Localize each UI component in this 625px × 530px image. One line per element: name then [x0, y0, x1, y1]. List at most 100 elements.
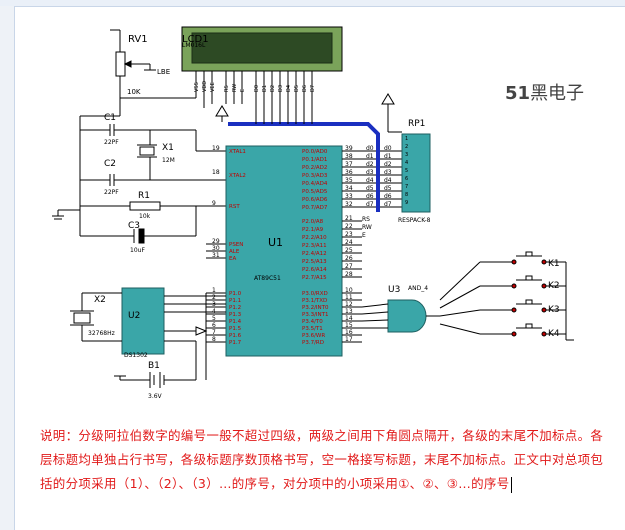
u1-pin-name: P1.7: [229, 340, 242, 346]
lcd-pin-name: RS: [224, 85, 230, 92]
rp1-pin-number: 4: [405, 160, 408, 166]
p0-pin-name: P0.3/AD3: [302, 173, 328, 179]
p3-pin-number: 15: [345, 322, 353, 329]
p0-pin-number: 39: [345, 145, 353, 152]
p3-pin-number: 12: [345, 301, 353, 308]
u1-pin-name: XTAL1: [229, 149, 246, 155]
switch-to-gate-line: [439, 309, 481, 317]
data-bus: [228, 122, 380, 212]
p3-pin-number: 14: [345, 315, 353, 322]
p3-pin-number: 17: [345, 336, 353, 343]
u2-rtc-body: [121, 287, 165, 355]
u1-pin-number: 30: [212, 245, 220, 252]
rp1-pin-number: 9: [405, 200, 408, 206]
switch-contact: [541, 307, 547, 313]
p3-pin-name: P3.5/T1: [302, 326, 323, 332]
u1-pin-number: 4: [212, 308, 216, 315]
rp1-label: RP1: [408, 119, 425, 129]
lcd-pin-name: D1: [262, 85, 268, 92]
u3-label: U3: [388, 285, 400, 295]
lcd-label: LCD1: [182, 34, 209, 45]
rp1-net-label: d6: [384, 193, 392, 200]
bus-net-label: d1: [366, 153, 374, 160]
r1-value: 10k: [139, 213, 151, 220]
x1-value: 12M: [162, 157, 175, 164]
u1-pin-number: 18: [212, 169, 220, 176]
rp1-pin-number: 8: [405, 192, 408, 198]
lcd-pin-name: D0: [254, 85, 260, 92]
rp1-net-label: d5: [384, 185, 392, 192]
u1-pin-name: P1.5: [229, 326, 242, 332]
x2-value: 32768Hz: [88, 330, 115, 337]
note-text: 说明：分级阿拉伯数字的编号一般不超过四级，两级之间用下角圆点隔开，各级的末尾不加…: [40, 428, 604, 491]
x2-crystal: [73, 312, 91, 324]
u1-pin-number: 2: [212, 294, 216, 301]
k2-label: K2: [548, 281, 560, 291]
p0-pin-name: P0.6/AD6: [302, 197, 328, 203]
p2-pin-number: 25: [345, 247, 353, 254]
text-cursor: [511, 476, 513, 493]
switch-contact: [511, 283, 517, 289]
rp1-pin-number: 2: [405, 144, 408, 150]
k1-label: K1: [548, 259, 560, 269]
u1-pin-number: 19: [212, 145, 220, 152]
c1-value: 22PF: [104, 139, 119, 146]
lcd-pin-name: E: [240, 89, 246, 92]
p3-pin-name: P3.1/TXD: [302, 298, 327, 304]
u2-part: DS1302: [124, 352, 148, 359]
circuit-schematic: RV1 10K LCD1 LM016L LBE C1 22PF C2 22PF …: [52, 26, 574, 400]
x1-crystal: [139, 146, 155, 156]
u1-pin-name: PSEN: [229, 242, 243, 248]
p3-pin-number: 16: [345, 329, 353, 336]
site-watermark: 51黑电子: [505, 79, 584, 105]
u1-pin-number: 7: [212, 329, 216, 336]
bus-net-label: d5: [366, 185, 374, 192]
p0-pin-number: 37: [345, 161, 353, 168]
p3-pin-name: P3.2/INT0: [302, 305, 329, 311]
rp1-part: RESPACK-8: [398, 217, 431, 224]
p0-pin-number: 35: [345, 177, 353, 184]
p2-pin-number: 27: [345, 263, 353, 270]
p2-net-label: E: [362, 232, 366, 239]
u1-mcu-body: [225, 145, 343, 357]
lcd-pin-name: D4: [286, 85, 292, 92]
c1-label: C1: [104, 113, 116, 123]
u1-pin-name: P1.6: [229, 333, 242, 339]
p2-pin-name: P2.1/A9: [302, 227, 324, 233]
u3-input-line: [361, 319, 389, 322]
lcd-pin-name: D2: [270, 85, 276, 92]
p2-pin-number: 22: [345, 223, 353, 230]
p3-pin-number: 11: [345, 294, 353, 301]
rp1-net-label: d0: [384, 145, 392, 152]
switch-cap: [525, 275, 533, 281]
p2-pin-name: P2.5/A13: [302, 259, 327, 265]
u1-pin-number: 6: [212, 322, 216, 329]
explanation-note[interactable]: 说明：分级阿拉伯数字的编号一般不超过四级，两级之间用下角圆点隔开，各级的末尾不加…: [40, 424, 610, 496]
p0-pin-number: 38: [345, 153, 353, 160]
p0-pin-name: P0.2/AD2: [302, 165, 327, 171]
p0-pin-name: P0.5/AD5: [302, 189, 328, 195]
x1-label: X1: [162, 143, 174, 153]
c2-label: C2: [104, 159, 116, 169]
lcd-pin-name: VSS: [194, 82, 200, 92]
u1-pin-number: 9: [212, 200, 216, 207]
rp1-pin-number: 3: [405, 152, 408, 158]
p2-net-label: RS: [362, 216, 370, 223]
p2-pin-name: P2.4/A12: [302, 251, 327, 257]
p3-pin-name: P3.7/RD: [302, 340, 324, 346]
p0-pin-name: P0.0/AD0: [302, 149, 328, 155]
c3-value: 10uF: [130, 247, 145, 254]
p0-pin-number: 33: [345, 193, 353, 200]
lcd-pin-name: D5: [294, 85, 300, 92]
p2-pin-name: P2.2/A10: [302, 235, 327, 241]
lcd-model: LM016L: [182, 42, 206, 49]
p0-pin-name: P0.7/AD7: [302, 205, 328, 211]
bus-net-label: d4: [366, 177, 374, 184]
p2-pin-name: P2.7/A15: [302, 275, 327, 281]
window-frame-left: [0, 6, 15, 530]
p2-pin-number: 28: [345, 271, 353, 278]
rp1-resistor-pack: [401, 133, 431, 213]
k4-label: K4: [548, 329, 560, 339]
b1-value: 3.6V: [148, 393, 163, 400]
